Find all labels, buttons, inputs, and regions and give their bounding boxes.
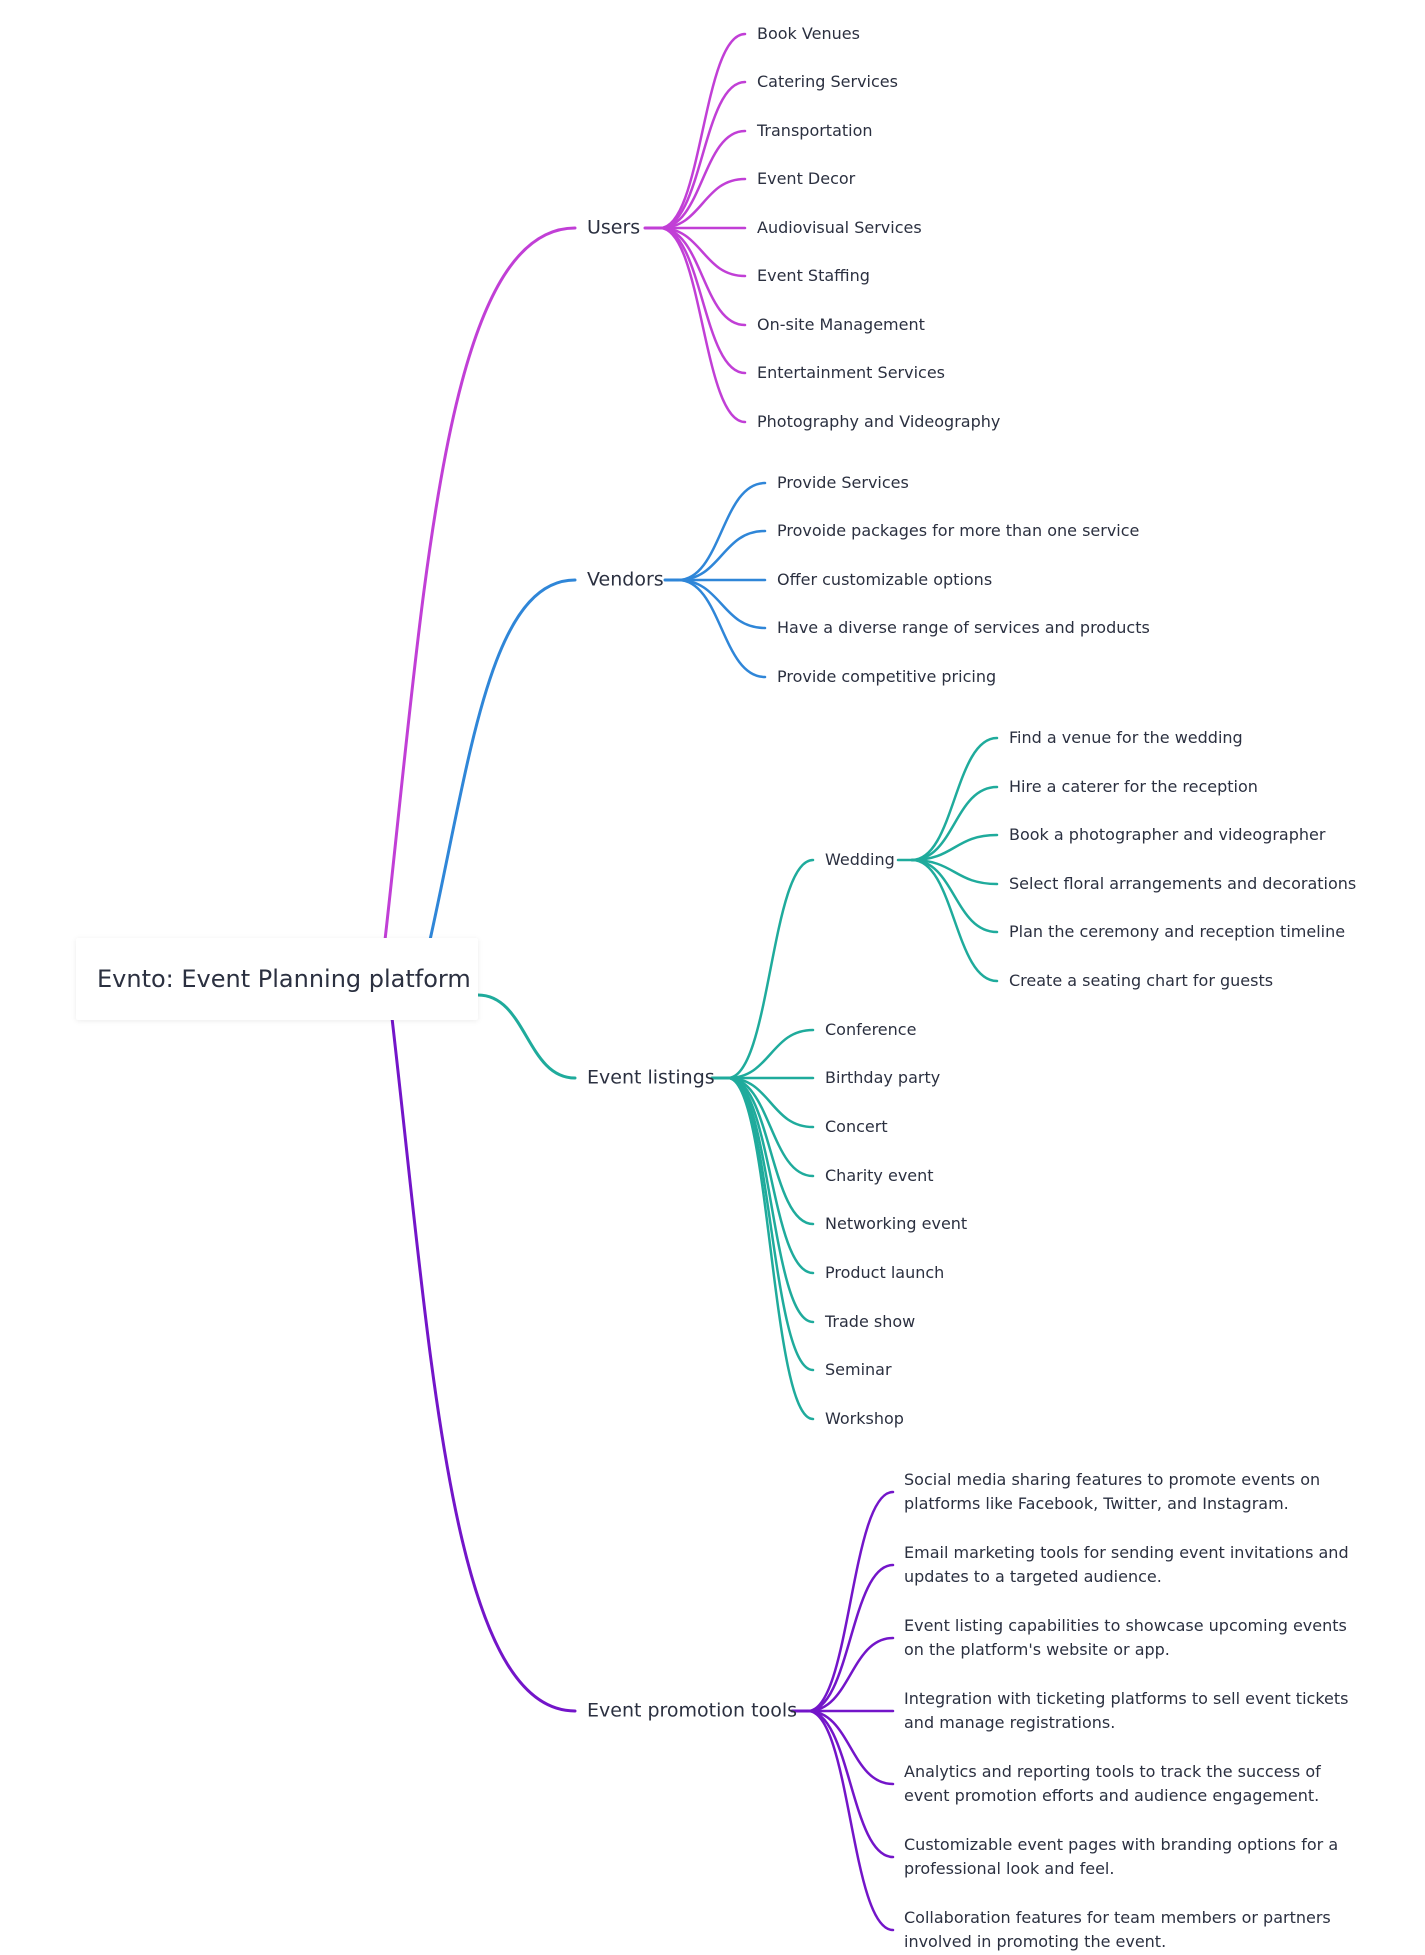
sub-branch-node-wedding[interactable]: Wedding (825, 850, 895, 869)
leaf-node[interactable]: Offer customizable options (777, 570, 993, 589)
leaf-node[interactable]: Seminar (825, 1360, 892, 1379)
edge-promotion-child (806, 1709, 895, 1786)
edge-wedding-child (910, 736, 999, 862)
root-edge-vendors (428, 578, 577, 942)
leaf-node[interactable]: Analytics and reporting tools to track t… (904, 1762, 1321, 1805)
root-edge-event-listings (476, 993, 577, 1080)
leaf-node[interactable]: Provide competitive pricing (777, 667, 997, 686)
edge-users-child (658, 129, 747, 230)
leaf-node[interactable]: Event Staffing (757, 266, 870, 285)
leaf-node[interactable]: Concert (825, 1117, 888, 1136)
edge-users-child (658, 226, 747, 278)
edge-users-child (658, 177, 747, 230)
branch-node-vendors[interactable]: Vendors (587, 568, 664, 591)
leaf-node[interactable]: Book Venues (757, 24, 860, 43)
leaf-node[interactable]: Event listing capabilities to showcase u… (904, 1616, 1347, 1659)
leaf-node[interactable]: Photography and Videography (757, 412, 1001, 431)
leaf-node[interactable]: Networking event (825, 1214, 968, 1233)
leaf-node[interactable]: Hire a caterer for the reception (1009, 777, 1258, 796)
leaf-node[interactable]: Conference (825, 1020, 917, 1039)
leaf-node[interactable]: Social media sharing features to promote… (904, 1470, 1321, 1513)
leaf-node[interactable]: Have a diverse range of services and pro… (777, 618, 1150, 637)
edge-wedding-child (910, 785, 999, 862)
edge-users-child (658, 32, 747, 230)
leaf-node[interactable]: Email marketing tools for sending event … (904, 1543, 1349, 1586)
edge-event-listings-child (726, 1076, 815, 1421)
edge-vendors-child (676, 578, 767, 679)
leaf-node[interactable]: Birthday party (825, 1068, 941, 1087)
edge-event-listings-child (726, 1076, 815, 1324)
edge-users-child (658, 226, 747, 424)
branch-node-event-promotion-tools[interactable]: Event promotion tools (587, 1699, 797, 1722)
leaf-node[interactable]: Integration with ticketing platforms to … (904, 1689, 1349, 1732)
leaf-node[interactable]: Provoide packages for more than one serv… (777, 521, 1140, 540)
leaf-node[interactable]: Provide Services (777, 473, 909, 492)
edge-vendors-child (676, 529, 767, 582)
edge-vendors-child (676, 481, 767, 582)
branch-node-event-listings[interactable]: Event listings (587, 1066, 715, 1089)
edge-event-listings-child (726, 1076, 815, 1129)
edge-wedding-child (910, 833, 999, 862)
edge-promotion-child (806, 1709, 895, 1859)
leaf-node[interactable]: Workshop (825, 1409, 904, 1428)
edge-promotion-child (806, 1490, 895, 1713)
edge-promotion-child (806, 1636, 895, 1713)
edge-vendors-child (676, 578, 767, 630)
edge-wedding-child (910, 858, 999, 886)
leaf-node[interactable]: On-site Management (757, 315, 925, 334)
edge-promotion-child (806, 1563, 895, 1713)
root-node-label: Evnto: Event Planning platform (97, 965, 471, 993)
edge-event-listings-child (726, 1028, 815, 1080)
edge-users-child (658, 226, 747, 327)
leaf-node[interactable]: Create a seating chart for guests (1009, 971, 1274, 990)
leaf-node[interactable]: Collaboration features for team members … (904, 1908, 1331, 1951)
edge-users-child (658, 226, 747, 375)
leaf-node[interactable]: Find a venue for the wedding (1009, 728, 1243, 747)
leaf-node[interactable]: Catering Services (757, 72, 898, 91)
edge-event-listings-child (726, 1076, 815, 1226)
leaf-node[interactable]: Book a photographer and videographer (1009, 825, 1326, 844)
edge-promotion-child (806, 1709, 895, 1932)
root-node[interactable]: Evnto: Event Planning platform (76, 938, 478, 1020)
leaf-node[interactable]: Charity event (825, 1166, 934, 1185)
edge-users-child (658, 80, 747, 230)
leaf-node[interactable]: Transportation (757, 121, 873, 140)
edge-wedding-child (910, 858, 999, 983)
leaf-node[interactable]: Entertainment Services (757, 363, 946, 382)
leaf-node[interactable]: Audiovisual Services (757, 218, 922, 237)
branch-node-users[interactable]: Users (587, 216, 641, 239)
leaf-node[interactable]: Event Decor (757, 169, 856, 188)
root-edge-event-promotion-tools (390, 1016, 577, 1713)
leaf-node[interactable]: Trade show (825, 1312, 916, 1331)
leaf-node[interactable]: Plan the ceremony and reception timeline (1009, 922, 1346, 941)
root-edge-users (383, 226, 577, 942)
leaf-node[interactable]: Select floral arrangements and decoratio… (1009, 874, 1357, 893)
leaf-node[interactable]: Product launch (825, 1263, 945, 1282)
edge-event-listings-child (726, 858, 815, 1080)
edge-event-listings-child (726, 1076, 815, 1372)
edge-wedding-child (910, 858, 999, 934)
leaf-node[interactable]: Customizable event pages with branding o… (904, 1835, 1339, 1878)
